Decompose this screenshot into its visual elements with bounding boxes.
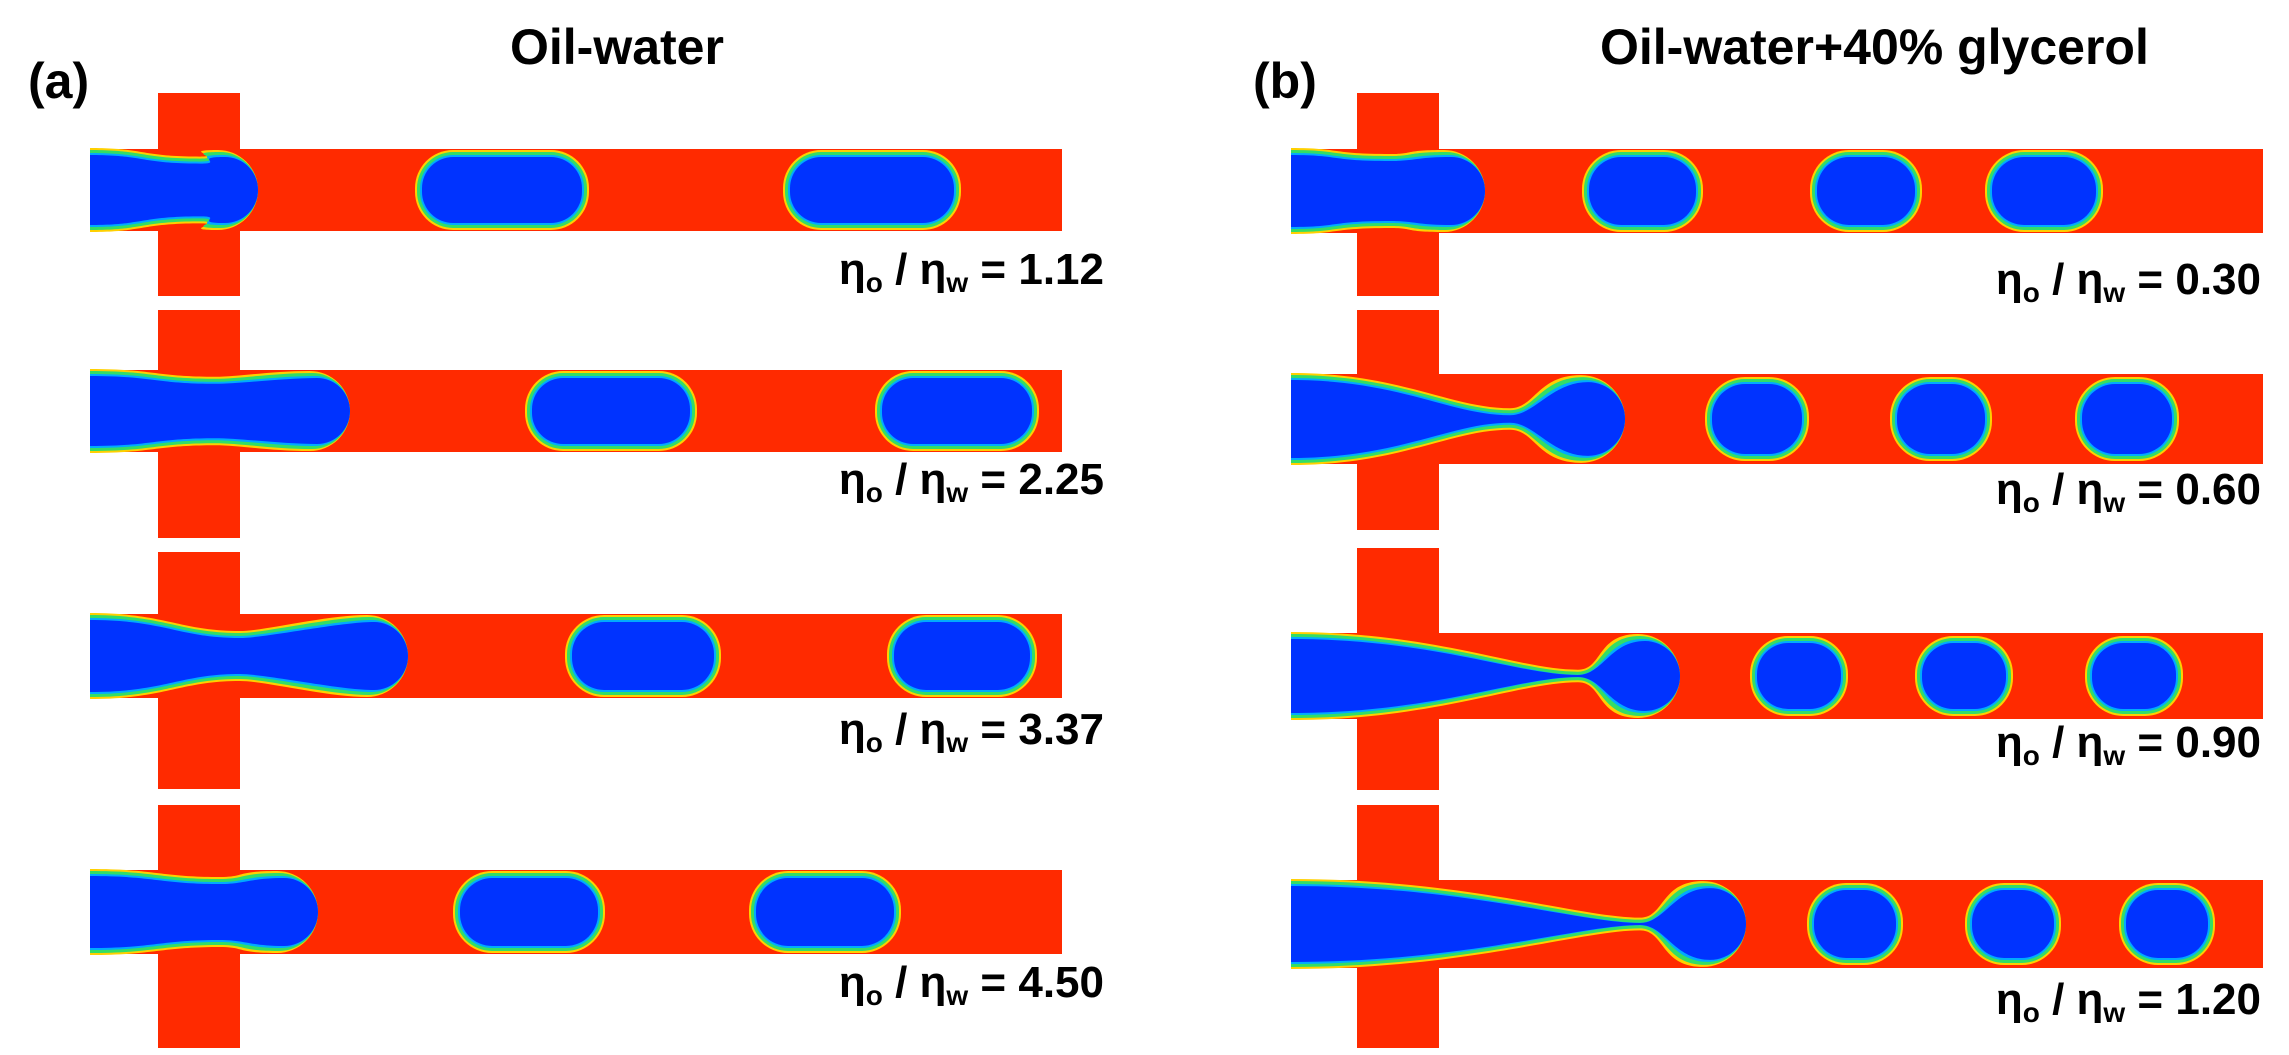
ratio-value: 1.20 [2175,975,2261,1024]
panel-a-row-2-droplet-1-core [532,378,690,444]
panel-a-row-4-droplet-1-core [460,878,598,946]
ratio-label-b2: ηo / ηw = 0.60 [1995,465,2261,518]
panel-a-row-4-droplet-2-core [756,878,894,946]
panel-b-row-1-droplet-3-core [1992,157,2096,225]
panel-b-title: Oil-water+40% glycerol [1600,19,2149,75]
panel-b-row-2-droplet-1-core [1712,384,1802,454]
panel-a-row-4-thread-core [90,876,318,948]
panel-b-row-1-droplet-2-core [1817,157,1915,225]
ratio-value: 2.25 [1018,455,1104,504]
ratio-label-a4: ηo / ηw = 4.50 [838,958,1104,1011]
panel-b-row-1-droplet-1-core [1589,157,1696,225]
panel-b-row-1-thread-core [1291,155,1485,227]
ratio-label-b1: ηo / ηw = 0.30 [1995,255,2261,308]
ratio-label-a2: ηo / ηw = 2.25 [838,455,1104,508]
panel-b-label: (b) [1253,53,1317,109]
ratio-value: 0.60 [2175,465,2261,514]
panel-a-row-1-droplet-2-core [790,157,954,223]
panel-a-row-2-droplet-2-core [882,378,1032,444]
panel-b-row-3-thread-core [1291,639,1681,713]
panel-a-title: Oil-water [510,19,724,75]
panel-a-label: (a) [28,53,90,109]
panel-a-row-1-thread-core [90,155,258,225]
ratio-value: 1.12 [1018,245,1104,294]
panel-a-row-3-thread-core [90,620,408,692]
panel-a-row-3-droplet-1-core [572,622,714,690]
panel-a-row-3-droplet-2-core [894,622,1030,690]
panel-b-row-2-droplet-3-core [2082,384,2172,454]
panel-b-row-4-droplet-1-core [1814,890,1896,958]
panel-b-row-2-droplet-2-core [1897,384,1985,454]
ratio-value: 0.30 [2175,255,2261,304]
panel-a-row-1-droplet-1-core [422,157,582,223]
ratio-label-a1: ηo / ηw = 1.12 [838,245,1104,298]
ratio-label-b3: ηo / ηw = 0.90 [1995,718,2261,771]
ratio-label-b4: ηo / ηw = 1.20 [1995,975,2261,1028]
panel-b-row-3-droplet-1-core [1757,643,1841,709]
ratio-value: 4.50 [1018,958,1104,1007]
ratio-label-a3: ηo / ηw = 3.37 [838,705,1104,758]
panel-a-row-2-thread-core [90,376,350,446]
panel-b-row-4-droplet-3-core [2126,890,2208,958]
ratio-value: 0.90 [2175,718,2261,767]
panel-b-row-3-droplet-2-core [1922,643,2006,709]
ratio-value: 3.37 [1018,705,1104,754]
panel-b-row-4-thread-core [1291,886,1746,962]
panel-b-row-3-droplet-3-core [2092,643,2176,709]
panel-b-row-4-droplet-2-core [1972,890,2054,958]
panel-b-row-2-thread-core [1291,380,1625,458]
